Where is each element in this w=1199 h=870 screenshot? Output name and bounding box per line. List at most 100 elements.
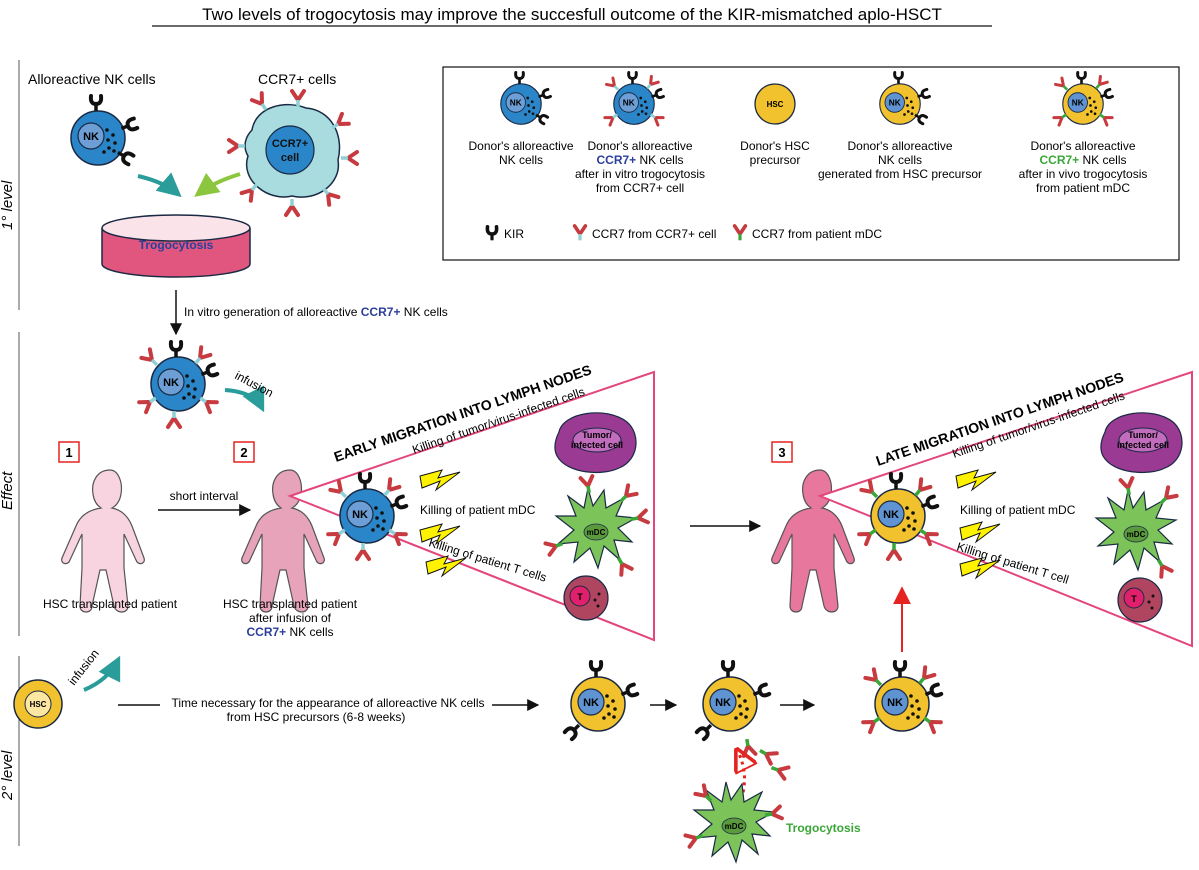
tumor-cell-late: Tumor/ infected cell — [1100, 412, 1183, 474]
legend-text-1-1: Donor's alloreactive — [468, 139, 573, 153]
legend-text-4-3: generated from HSC precursor — [818, 167, 982, 181]
legend-text-3-1: Donor's HSC — [740, 139, 810, 153]
short-interval-label: short interval — [170, 489, 239, 503]
legend-text-5-1: Donor's alloreactive — [1030, 139, 1135, 153]
arrow-nk-to-dish — [137, 172, 182, 198]
patient-2-label-1: HSC transplanted patient — [223, 597, 358, 611]
late-kill-mdc: Killing of patient mDC — [960, 503, 1076, 517]
early-kill-mdc: Killing of patient mDC — [420, 503, 536, 517]
arrow-ccr7-to-dish — [194, 172, 241, 197]
svg-text:2: 2 — [240, 445, 247, 460]
infusion-arrow — [224, 385, 265, 413]
trogocytosis-label: Trogocytosis — [786, 821, 861, 835]
legend-ccr7-mdc: CCR7 from patient mDC — [732, 224, 882, 243]
trogocytosis-transfer-arrow — [736, 752, 745, 813]
svg-text:T: T — [577, 592, 583, 602]
svg-text:HSC: HSC — [767, 100, 784, 109]
t-cell-early: T — [563, 575, 609, 621]
alloreactive-nk-label: Alloreactive NK cells — [28, 71, 156, 87]
svg-text:CCR7 from CCR7+ cell: CCR7 from CCR7+ cell — [592, 227, 716, 241]
svg-text:NK: NK — [163, 377, 179, 389]
legend-text-2-2: CCR7+ NK cells — [596, 153, 683, 167]
svg-text:HSC: HSC — [30, 700, 47, 709]
legend-text-5-4: from patient mDC — [1036, 181, 1130, 195]
step-2-badge: 2 — [233, 441, 255, 463]
patient-2-label-3: CCR7+ NK cells — [246, 625, 333, 639]
svg-text:mDC: mDC — [587, 528, 606, 537]
t-cell-late: T — [1117, 577, 1163, 623]
early-migration-wedge: EARLY MIGRATION INTO LYMPH NODES Killing… — [287, 361, 655, 642]
svg-text:NK: NK — [352, 509, 368, 521]
legend-text-2-1: Donor's alloreactive — [587, 139, 692, 153]
svg-text:NK: NK — [1072, 99, 1084, 108]
level-2-label: 2° level — [0, 750, 16, 801]
svg-text:NK: NK — [583, 697, 599, 709]
legend-hsc: HSC — [754, 83, 796, 125]
svg-text:infected cell: infected cell — [1117, 440, 1169, 450]
time-label-1: Time necessary for the appearance of all… — [171, 696, 484, 710]
tumor-cell-early: Tumor/ infected cell — [554, 412, 637, 474]
nk-ccr7-vivo: NK — [861, 660, 944, 735]
time-label-2: from HSC precursors (6-8 weeks) — [227, 710, 406, 724]
svg-text:CCR7 from patient mDC: CCR7 from patient mDC — [752, 227, 882, 241]
hsc-precursor: HSC — [13, 679, 63, 729]
svg-text:Tumor/: Tumor/ — [582, 430, 612, 440]
patient-2-label-2: after infusion of — [249, 611, 332, 625]
svg-text:KIR: KIR — [504, 227, 524, 241]
legend-box — [442, 66, 1180, 261]
legend-text-1-2: NK cells — [499, 153, 543, 167]
legend-text-2-3: after in vitro trogocytosis — [575, 167, 705, 181]
svg-text:3: 3 — [778, 445, 785, 460]
svg-text:cell: cell — [281, 152, 299, 164]
nk-trogocytosing: NK — [697, 660, 772, 739]
svg-text:NK: NK — [623, 99, 635, 108]
legend-text-2-4: from CCR7+ cell — [596, 181, 684, 195]
step-3-badge: 3 — [771, 441, 793, 463]
svg-text:mDC: mDC — [725, 822, 744, 831]
ccr7-cell: CCR7+ cell — [227, 89, 359, 217]
effect-label: Effect — [0, 471, 16, 510]
level-1-label: 1° level — [0, 180, 16, 230]
svg-text:NK: NK — [510, 99, 522, 108]
ccr7-cells-label: CCR7+ cells — [258, 71, 336, 87]
legend-nk: NK — [500, 71, 552, 126]
step-1-badge: 1 — [58, 441, 80, 463]
legend-kir: KIR — [485, 225, 524, 243]
legend-nk-ccr7-vivo: NK — [1052, 71, 1114, 127]
mdc-early: mDC — [543, 474, 650, 577]
patient-1-figure — [61, 469, 145, 613]
legend-text-3-2: precursor — [750, 153, 801, 167]
svg-text:infected cell: infected cell — [571, 440, 623, 450]
hsc-infusion-arrow — [83, 655, 121, 692]
nk-from-hsc: NK — [565, 660, 640, 739]
legend-nk-from-hsc: NK — [879, 71, 931, 126]
svg-text:NK: NK — [887, 697, 903, 709]
nk-cell-first: NK — [70, 94, 140, 167]
svg-text:NK: NK — [889, 99, 901, 108]
svg-text:Tumor/: Tumor/ — [1128, 430, 1158, 440]
mdc-second-level: mDC — [683, 781, 784, 863]
svg-text:T: T — [1131, 594, 1137, 604]
legend-text-5-2: CCR7+ NK cells — [1039, 153, 1126, 167]
legend-nk-ccr7-vitro: NK — [603, 71, 665, 127]
svg-text:NK: NK — [83, 131, 99, 143]
dish-label: Trogocytosis — [139, 238, 214, 252]
vitro-generation-label: In vitro generation of alloreactive CCR7… — [184, 305, 448, 319]
nk-ccr7-infused: NK — [137, 340, 220, 429]
legend-ccr7-cell: CCR7 from CCR7+ cell — [572, 224, 716, 243]
svg-text:mDC: mDC — [1127, 530, 1146, 539]
legend-text-5-3: after in vivo trogocytosis — [1019, 167, 1148, 181]
svg-text:NK: NK — [715, 697, 731, 709]
figure-title: Two levels of trogocytosis may improve t… — [202, 5, 942, 24]
infusion-label: infusion — [233, 368, 276, 400]
patient-1-label: HSC transplanted patient — [43, 597, 178, 611]
petri-dish: Trogocytosis — [101, 214, 251, 278]
legend-text-4-1: Donor's alloreactive — [847, 139, 952, 153]
svg-text:1: 1 — [65, 445, 72, 460]
svg-text:NK: NK — [883, 509, 899, 521]
legend-text-4-2: NK cells — [878, 153, 922, 167]
mdc-late: mDC — [1095, 476, 1177, 579]
late-migration-wedge: LATE MIGRATION INTO LYMPH NODES Killing … — [817, 369, 1193, 648]
